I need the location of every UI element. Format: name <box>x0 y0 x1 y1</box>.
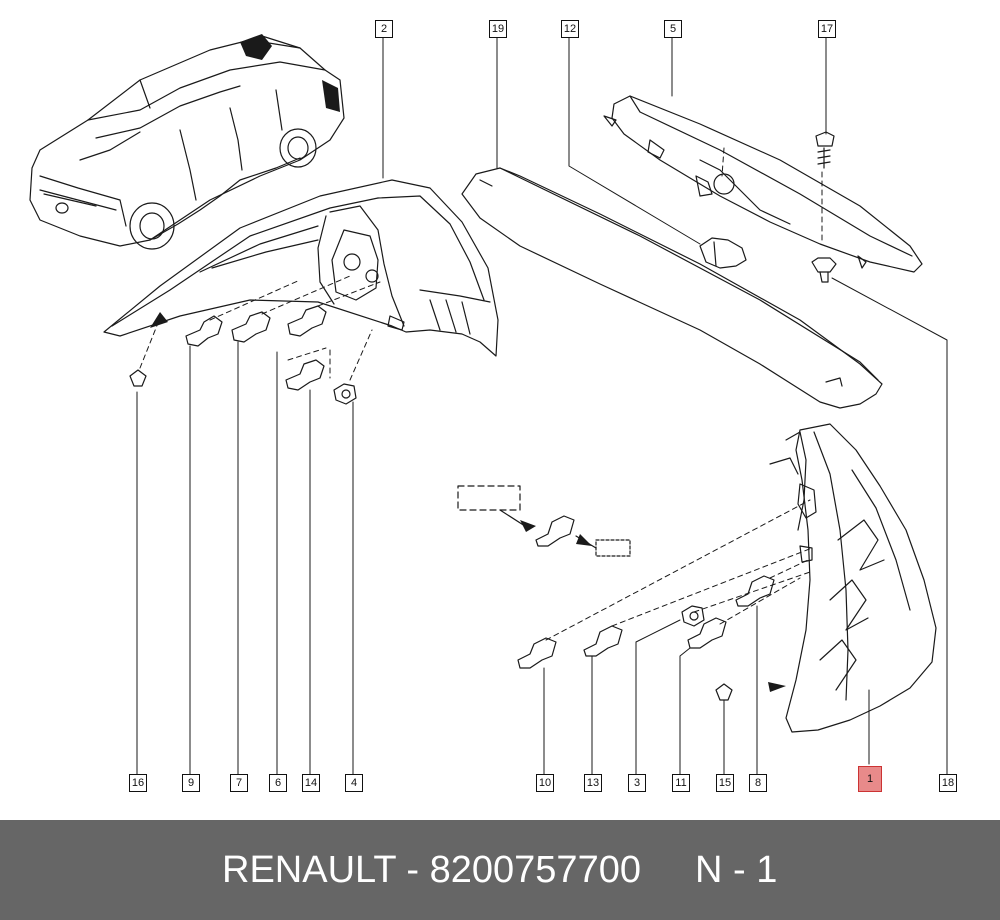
assembly-lines <box>139 147 823 641</box>
part-1-right-lamp-unit <box>769 423 937 733</box>
part-18-clip <box>811 257 837 283</box>
callout-10: 10 <box>536 774 554 792</box>
part-17-screw <box>815 131 835 169</box>
callout-18: 18 <box>939 774 957 792</box>
right-bulbs <box>517 575 775 701</box>
callout-1-highlighted[interactable]: 1 <box>858 766 882 792</box>
callout-19: 19 <box>489 20 507 38</box>
parts-diagram: 2 19 12 5 17 16 9 7 6 14 4 10 13 3 11 15… <box>29 20 957 792</box>
part-19-trim-panel <box>461 167 883 409</box>
part-number-text: RENAULT - 8200757700 <box>222 849 641 891</box>
callout-11: 11 <box>672 774 690 792</box>
callout-14: 14 <box>302 774 320 792</box>
callout-6: 6 <box>269 774 287 792</box>
left-bulbs <box>129 305 357 405</box>
callout-13: 13 <box>584 774 602 792</box>
part-5-brake-lamp <box>603 95 923 273</box>
callout-15: 15 <box>716 774 734 792</box>
exploded-view-drawing <box>29 34 948 775</box>
callout-7: 7 <box>230 774 248 792</box>
leader-lines <box>136 35 948 775</box>
callout-17: 17 <box>818 20 836 38</box>
quantity-text: N - 1 <box>695 849 778 891</box>
callout-16: 16 <box>129 774 147 792</box>
part-number-footer: RENAULT - 8200757700 N - 1 <box>0 820 1000 920</box>
callout-3: 3 <box>628 774 646 792</box>
optional-bulb-group <box>457 485 631 557</box>
car-illustration <box>29 35 345 250</box>
callout-2: 2 <box>375 20 393 38</box>
callout-9: 9 <box>182 774 200 792</box>
callout-8: 8 <box>749 774 767 792</box>
callout-5: 5 <box>664 20 682 38</box>
part-2-left-tail-lamp <box>103 179 499 357</box>
part-12-bulb <box>699 237 747 269</box>
callout-12: 12 <box>561 20 579 38</box>
callout-4: 4 <box>345 774 363 792</box>
